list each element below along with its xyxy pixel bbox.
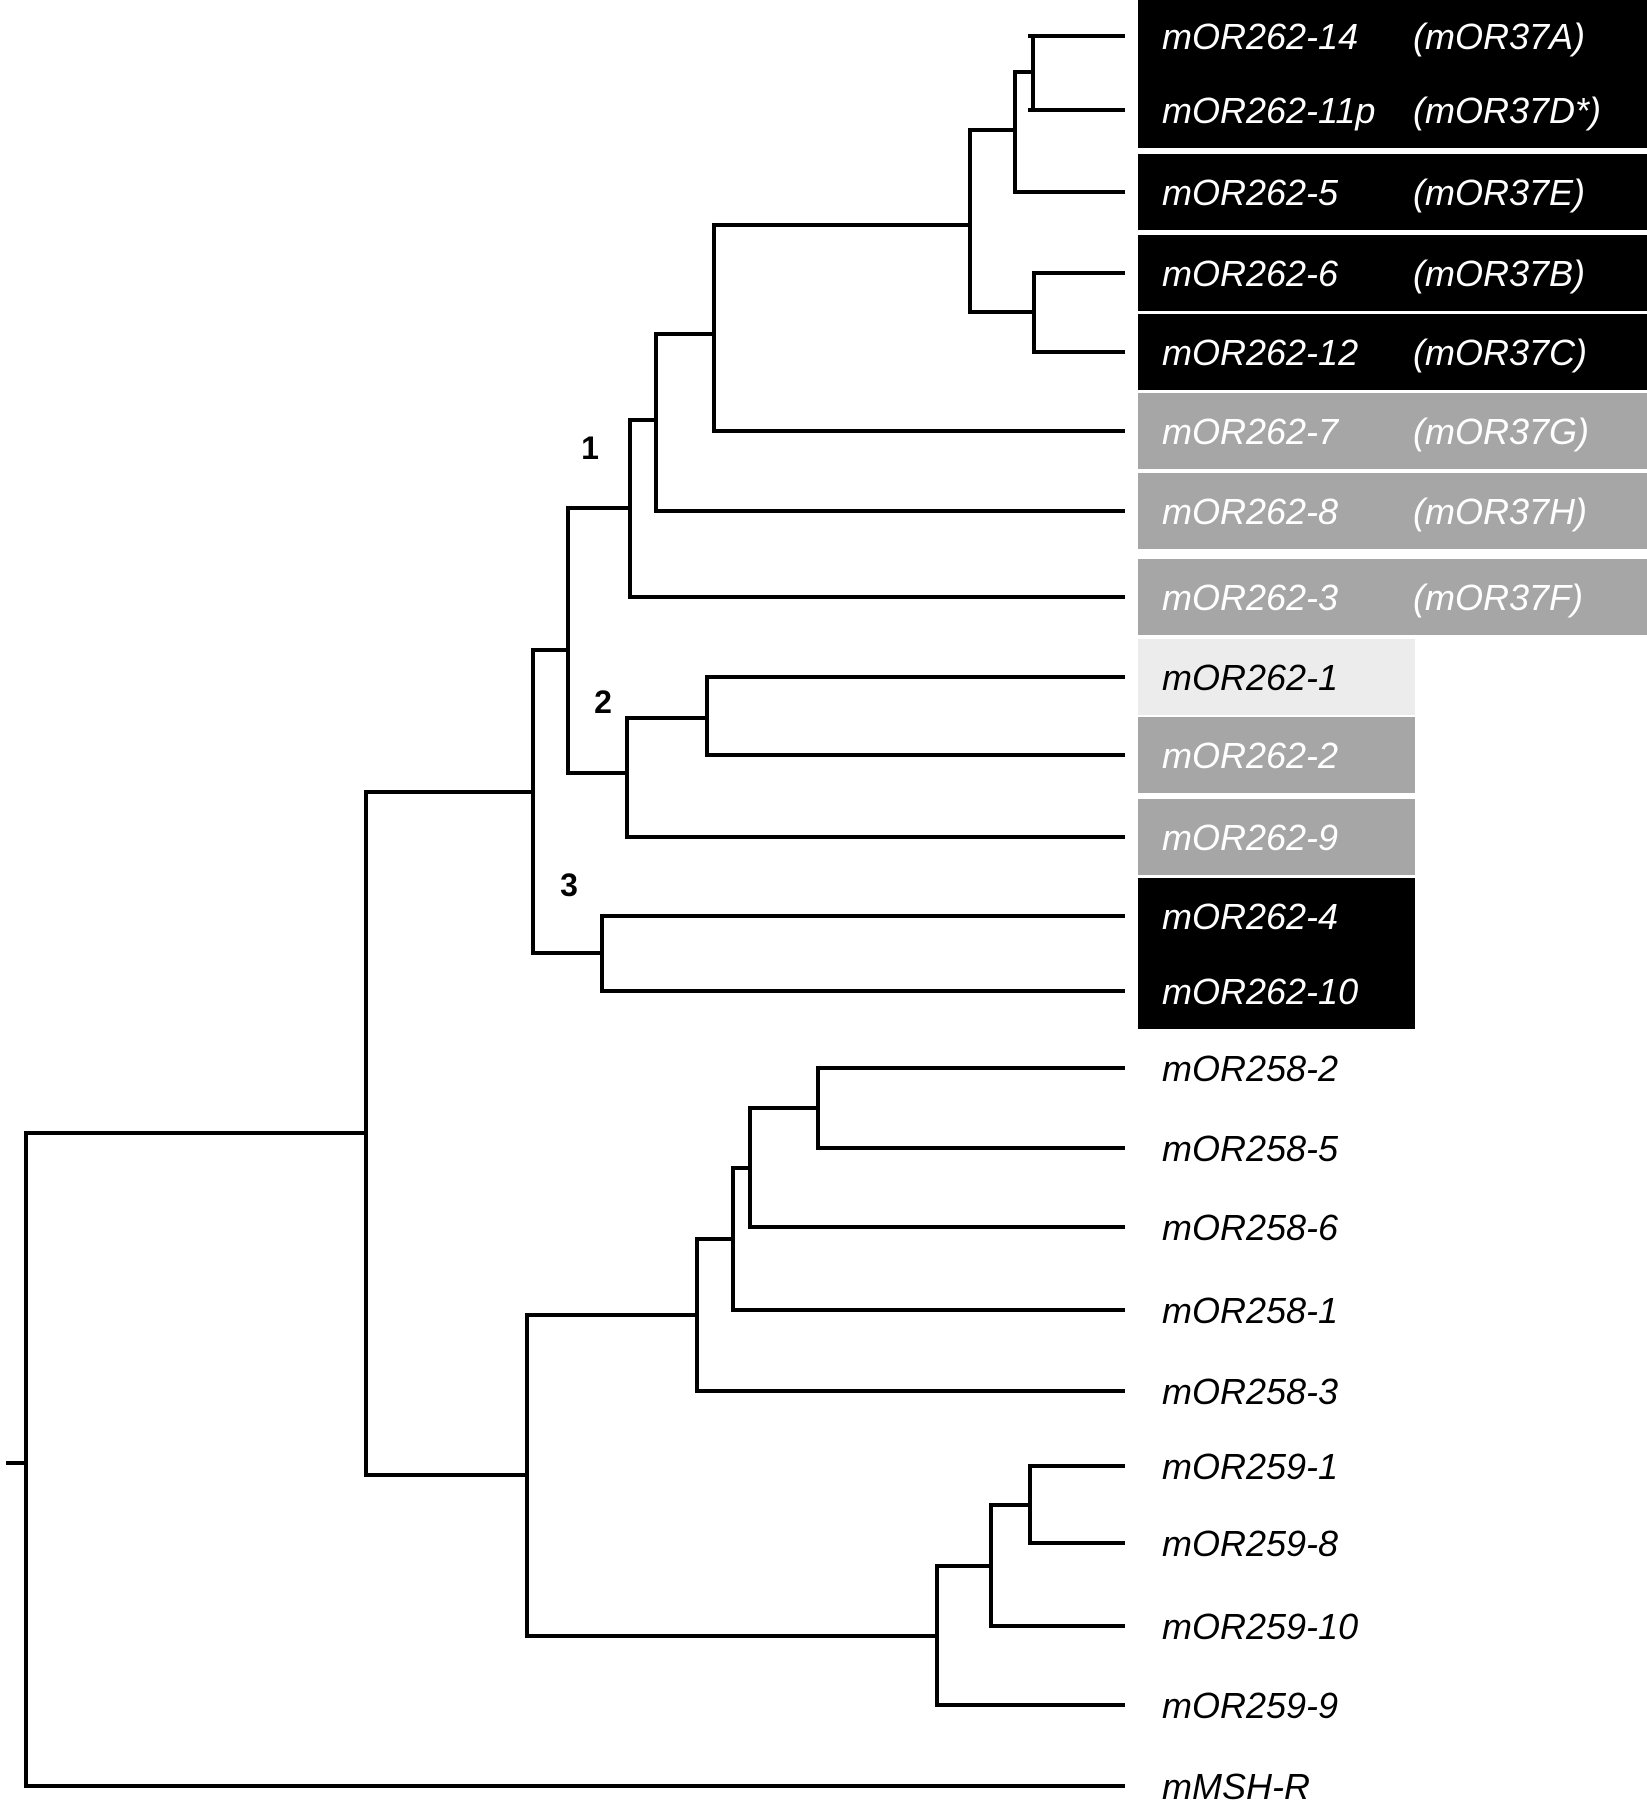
leaf-name: mOR259-10 — [1162, 1606, 1358, 1647]
leaf-highlight-box — [1138, 154, 1647, 230]
branch-h — [731, 1166, 1125, 1312]
leaf-labels: mOR262-14 (mOR37A) mOR262-11p (mOR37D*) mOR2… — [1162, 16, 1601, 1800]
branch-a1 — [1028, 34, 1125, 112]
branch-262-root — [531, 648, 604, 955]
leaf-highlight-box — [1138, 473, 1647, 549]
branch-258-259 — [525, 1313, 939, 1638]
branch-258-root — [695, 1237, 1125, 1393]
clade-labels: 1 2 3 — [560, 430, 612, 903]
branch-b — [1032, 271, 1125, 354]
branch-clade-3 — [600, 914, 1125, 993]
leaf-name: mOR262-1 — [1162, 657, 1338, 698]
leaf-name: mOR262-4 — [1162, 896, 1338, 937]
leaf-highlight-box — [1138, 72, 1647, 148]
branch-root — [6, 1131, 1125, 1788]
branch-g — [748, 1106, 1125, 1229]
branch-i — [1028, 1464, 1125, 1545]
branch-j — [989, 1503, 1125, 1628]
leaf-name: mOR259-9 — [1162, 1685, 1338, 1726]
leaf-highlight-box — [1138, 878, 1415, 954]
leaf-name: mOR258-2 — [1162, 1048, 1338, 1089]
leaf-highlight-box — [1138, 235, 1647, 311]
branch-clade-2 — [625, 716, 1125, 839]
leaf-alias: (mOR37H) — [1413, 491, 1587, 532]
leaf-highlight-box — [1138, 953, 1415, 1029]
leaf-name: mOR262-9 — [1162, 817, 1338, 858]
leaf-name: mOR258-6 — [1162, 1207, 1339, 1248]
branch-clade-1 — [628, 418, 1125, 599]
leaf-name: mOR262-10 — [1162, 971, 1358, 1012]
leaf-name: mOR262-14 — [1162, 16, 1358, 57]
leaf-name: mOR262-12 — [1162, 332, 1358, 373]
tree-branches — [6, 34, 1125, 1788]
leaf-alias: (mOR37G) — [1413, 411, 1589, 452]
leaf-name: mOR259-1 — [1162, 1446, 1338, 1487]
branch-e — [705, 675, 1125, 757]
leaf-name: mOR262-8 — [1162, 491, 1338, 532]
leaf-highlight-box — [1138, 639, 1415, 715]
branch-ab — [968, 128, 1036, 314]
leaf-highlight-box — [1138, 717, 1415, 793]
branch-c — [712, 223, 1125, 433]
branch-12 — [566, 506, 632, 775]
highlight-boxes — [1138, 0, 1647, 1029]
leaf-highlight-box — [1138, 0, 1647, 74]
leaf-name: mMSH-R — [1162, 1766, 1310, 1800]
leaf-alias: (mOR37E) — [1413, 172, 1585, 213]
clade-label-3: 3 — [560, 867, 578, 903]
branch-f — [816, 1066, 1125, 1150]
leaf-highlight-box — [1138, 799, 1415, 875]
leaf-name: mOR262-6 — [1162, 253, 1339, 294]
clade-label-1: 1 — [581, 430, 599, 466]
leaf-name: mOR262-11p — [1162, 90, 1375, 131]
leaf-name: mOR262-5 — [1162, 172, 1339, 213]
leaf-name: mOR258-1 — [1162, 1290, 1338, 1331]
branch-259-root — [935, 1564, 1125, 1707]
leaf-name: mOR258-5 — [1162, 1128, 1339, 1169]
leaf-alias: (mOR37A) — [1413, 16, 1585, 57]
leaf-alias: (mOR37C) — [1413, 332, 1587, 373]
leaf-highlight-box — [1138, 559, 1647, 635]
leaf-highlight-box — [1138, 314, 1647, 390]
leaf-alias: (mOR37F) — [1413, 577, 1583, 618]
leaf-name: mOR262-2 — [1162, 735, 1338, 776]
clade-label-2: 2 — [594, 684, 612, 720]
leaf-alias: (mOR37D*) — [1413, 90, 1601, 131]
branch-or-ingroup — [364, 790, 535, 1477]
branch-d — [654, 332, 1125, 513]
leaf-name: mOR262-7 — [1162, 411, 1340, 452]
leaf-highlight-box — [1138, 393, 1647, 469]
leaf-name: mOR258-3 — [1162, 1371, 1338, 1412]
leaf-alias: (mOR37B) — [1413, 253, 1585, 294]
leaf-name: mOR262-3 — [1162, 577, 1338, 618]
leaf-name: mOR259-8 — [1162, 1523, 1338, 1564]
